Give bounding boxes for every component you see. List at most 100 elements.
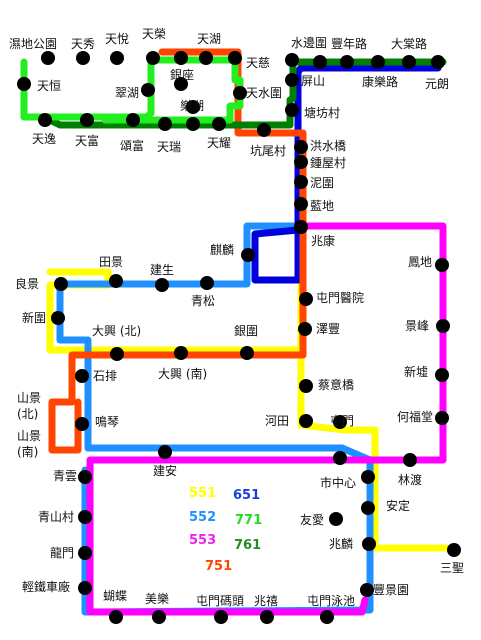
station-dot[interactable]: [214, 610, 228, 624]
station-dot[interactable]: [403, 453, 417, 467]
station-dot[interactable]: [294, 155, 308, 169]
station-dot[interactable]: [174, 346, 188, 360]
station-dot[interactable]: [299, 414, 313, 428]
station-dot[interactable]: [435, 258, 449, 272]
station-dot[interactable]: [75, 369, 89, 383]
station-label: 鍾屋村: [310, 156, 346, 170]
station-dot[interactable]: [241, 248, 255, 262]
station-dot[interactable]: [435, 368, 449, 382]
station-dot[interactable]: [200, 276, 214, 290]
station-label: 天悅: [105, 32, 129, 46]
station-dot[interactable]: [294, 175, 308, 189]
station-dot[interactable]: [212, 117, 226, 131]
station-dot[interactable]: [260, 610, 274, 624]
station-dot[interactable]: [78, 581, 92, 595]
station-dot[interactable]: [78, 510, 92, 524]
station-dot[interactable]: [186, 117, 200, 131]
station-dot[interactable]: [75, 417, 89, 431]
station-dot[interactable]: [257, 123, 271, 137]
station-dot[interactable]: [152, 610, 166, 624]
station-dot[interactable]: [233, 86, 247, 100]
station-dot[interactable]: [54, 277, 68, 291]
station-dot[interactable]: [299, 292, 313, 306]
station-label: 鳴琴: [95, 415, 119, 429]
station-dot[interactable]: [329, 512, 343, 526]
station-dot[interactable]: [199, 51, 213, 65]
station-label: 青雲: [53, 469, 77, 483]
station-dot[interactable]: [402, 55, 416, 69]
station-label: 天慈: [246, 55, 270, 70]
station-label: 澤豐: [316, 322, 340, 336]
station-dot[interactable]: [110, 347, 124, 361]
station-dot[interactable]: [362, 537, 376, 551]
station-dot[interactable]: [110, 51, 124, 65]
station-dot[interactable]: [146, 51, 160, 65]
station-dot[interactable]: [240, 346, 254, 360]
station-dot[interactable]: [78, 470, 92, 484]
station-dot[interactable]: [174, 51, 188, 65]
station-dot[interactable]: [435, 411, 449, 425]
station-label: 濕地公園: [9, 37, 57, 51]
station-dot[interactable]: [371, 55, 385, 69]
station-dot[interactable]: [109, 274, 123, 288]
station-dot[interactable]: [333, 415, 347, 429]
station-dot[interactable]: [285, 53, 299, 67]
station-dot[interactable]: [228, 51, 242, 65]
station-label: 泥圍: [310, 176, 334, 190]
station-dot[interactable]: [126, 113, 140, 127]
station-dot[interactable]: [109, 610, 123, 624]
route-line-551: [297, 222, 458, 552]
station-dot[interactable]: [340, 55, 354, 69]
station-label: 美樂: [145, 591, 169, 606]
station-label: 山景(南): [17, 429, 41, 459]
station-dot[interactable]: [41, 51, 55, 65]
station-label: 青松: [191, 294, 215, 308]
station-dot[interactable]: [80, 113, 94, 127]
station-dot[interactable]: [447, 543, 461, 557]
station-dot[interactable]: [294, 220, 308, 234]
station-dot[interactable]: [361, 501, 375, 515]
station-dot[interactable]: [51, 311, 65, 325]
legend-route-551: 551: [189, 486, 216, 501]
station-dot[interactable]: [76, 51, 90, 65]
station-dot[interactable]: [155, 278, 169, 292]
station-label: 銀圍: [234, 324, 258, 338]
station-label: 兆麟: [329, 536, 353, 551]
station-label: 麒麟: [210, 242, 234, 257]
station-dot[interactable]: [320, 610, 334, 624]
station-label: 蔡意橋: [318, 377, 354, 392]
station-dot[interactable]: [174, 77, 188, 91]
legend-route-651: 651: [233, 488, 260, 503]
station-label: 建生: [150, 263, 174, 277]
legend-route-553: 553: [189, 533, 216, 548]
station-dot[interactable]: [361, 470, 375, 484]
station-dot[interactable]: [158, 117, 172, 131]
station-dots: [17, 51, 461, 624]
station-dot[interactable]: [158, 445, 172, 459]
station-dot[interactable]: [294, 140, 308, 154]
station-label: 蝴蝶: [103, 588, 127, 603]
legend-route-761: 761: [234, 538, 261, 553]
station-dot[interactable]: [285, 103, 299, 117]
station-dot[interactable]: [431, 55, 445, 69]
station-dot[interactable]: [436, 319, 450, 333]
station-dot[interactable]: [38, 113, 52, 127]
legend-route-771: 771: [235, 513, 262, 528]
station-dot[interactable]: [333, 451, 347, 465]
station-dot[interactable]: [360, 583, 374, 597]
station-label: 大興 (北): [92, 324, 141, 338]
station-dot[interactable]: [298, 322, 312, 336]
station-label: 新圍: [22, 310, 46, 325]
station-dot[interactable]: [78, 546, 92, 560]
station-label: 屯門: [330, 414, 354, 428]
station-dot[interactable]: [313, 55, 327, 69]
station-dot[interactable]: [285, 73, 299, 87]
station-label: 豐年路: [331, 36, 367, 51]
station-dot[interactable]: [294, 197, 308, 211]
station-label: 鳳地: [408, 255, 432, 269]
station-label: 天耀: [207, 136, 231, 150]
station-dot[interactable]: [186, 100, 200, 114]
station-dot[interactable]: [17, 77, 31, 91]
station-dot[interactable]: [141, 83, 155, 97]
station-dot[interactable]: [299, 379, 313, 393]
